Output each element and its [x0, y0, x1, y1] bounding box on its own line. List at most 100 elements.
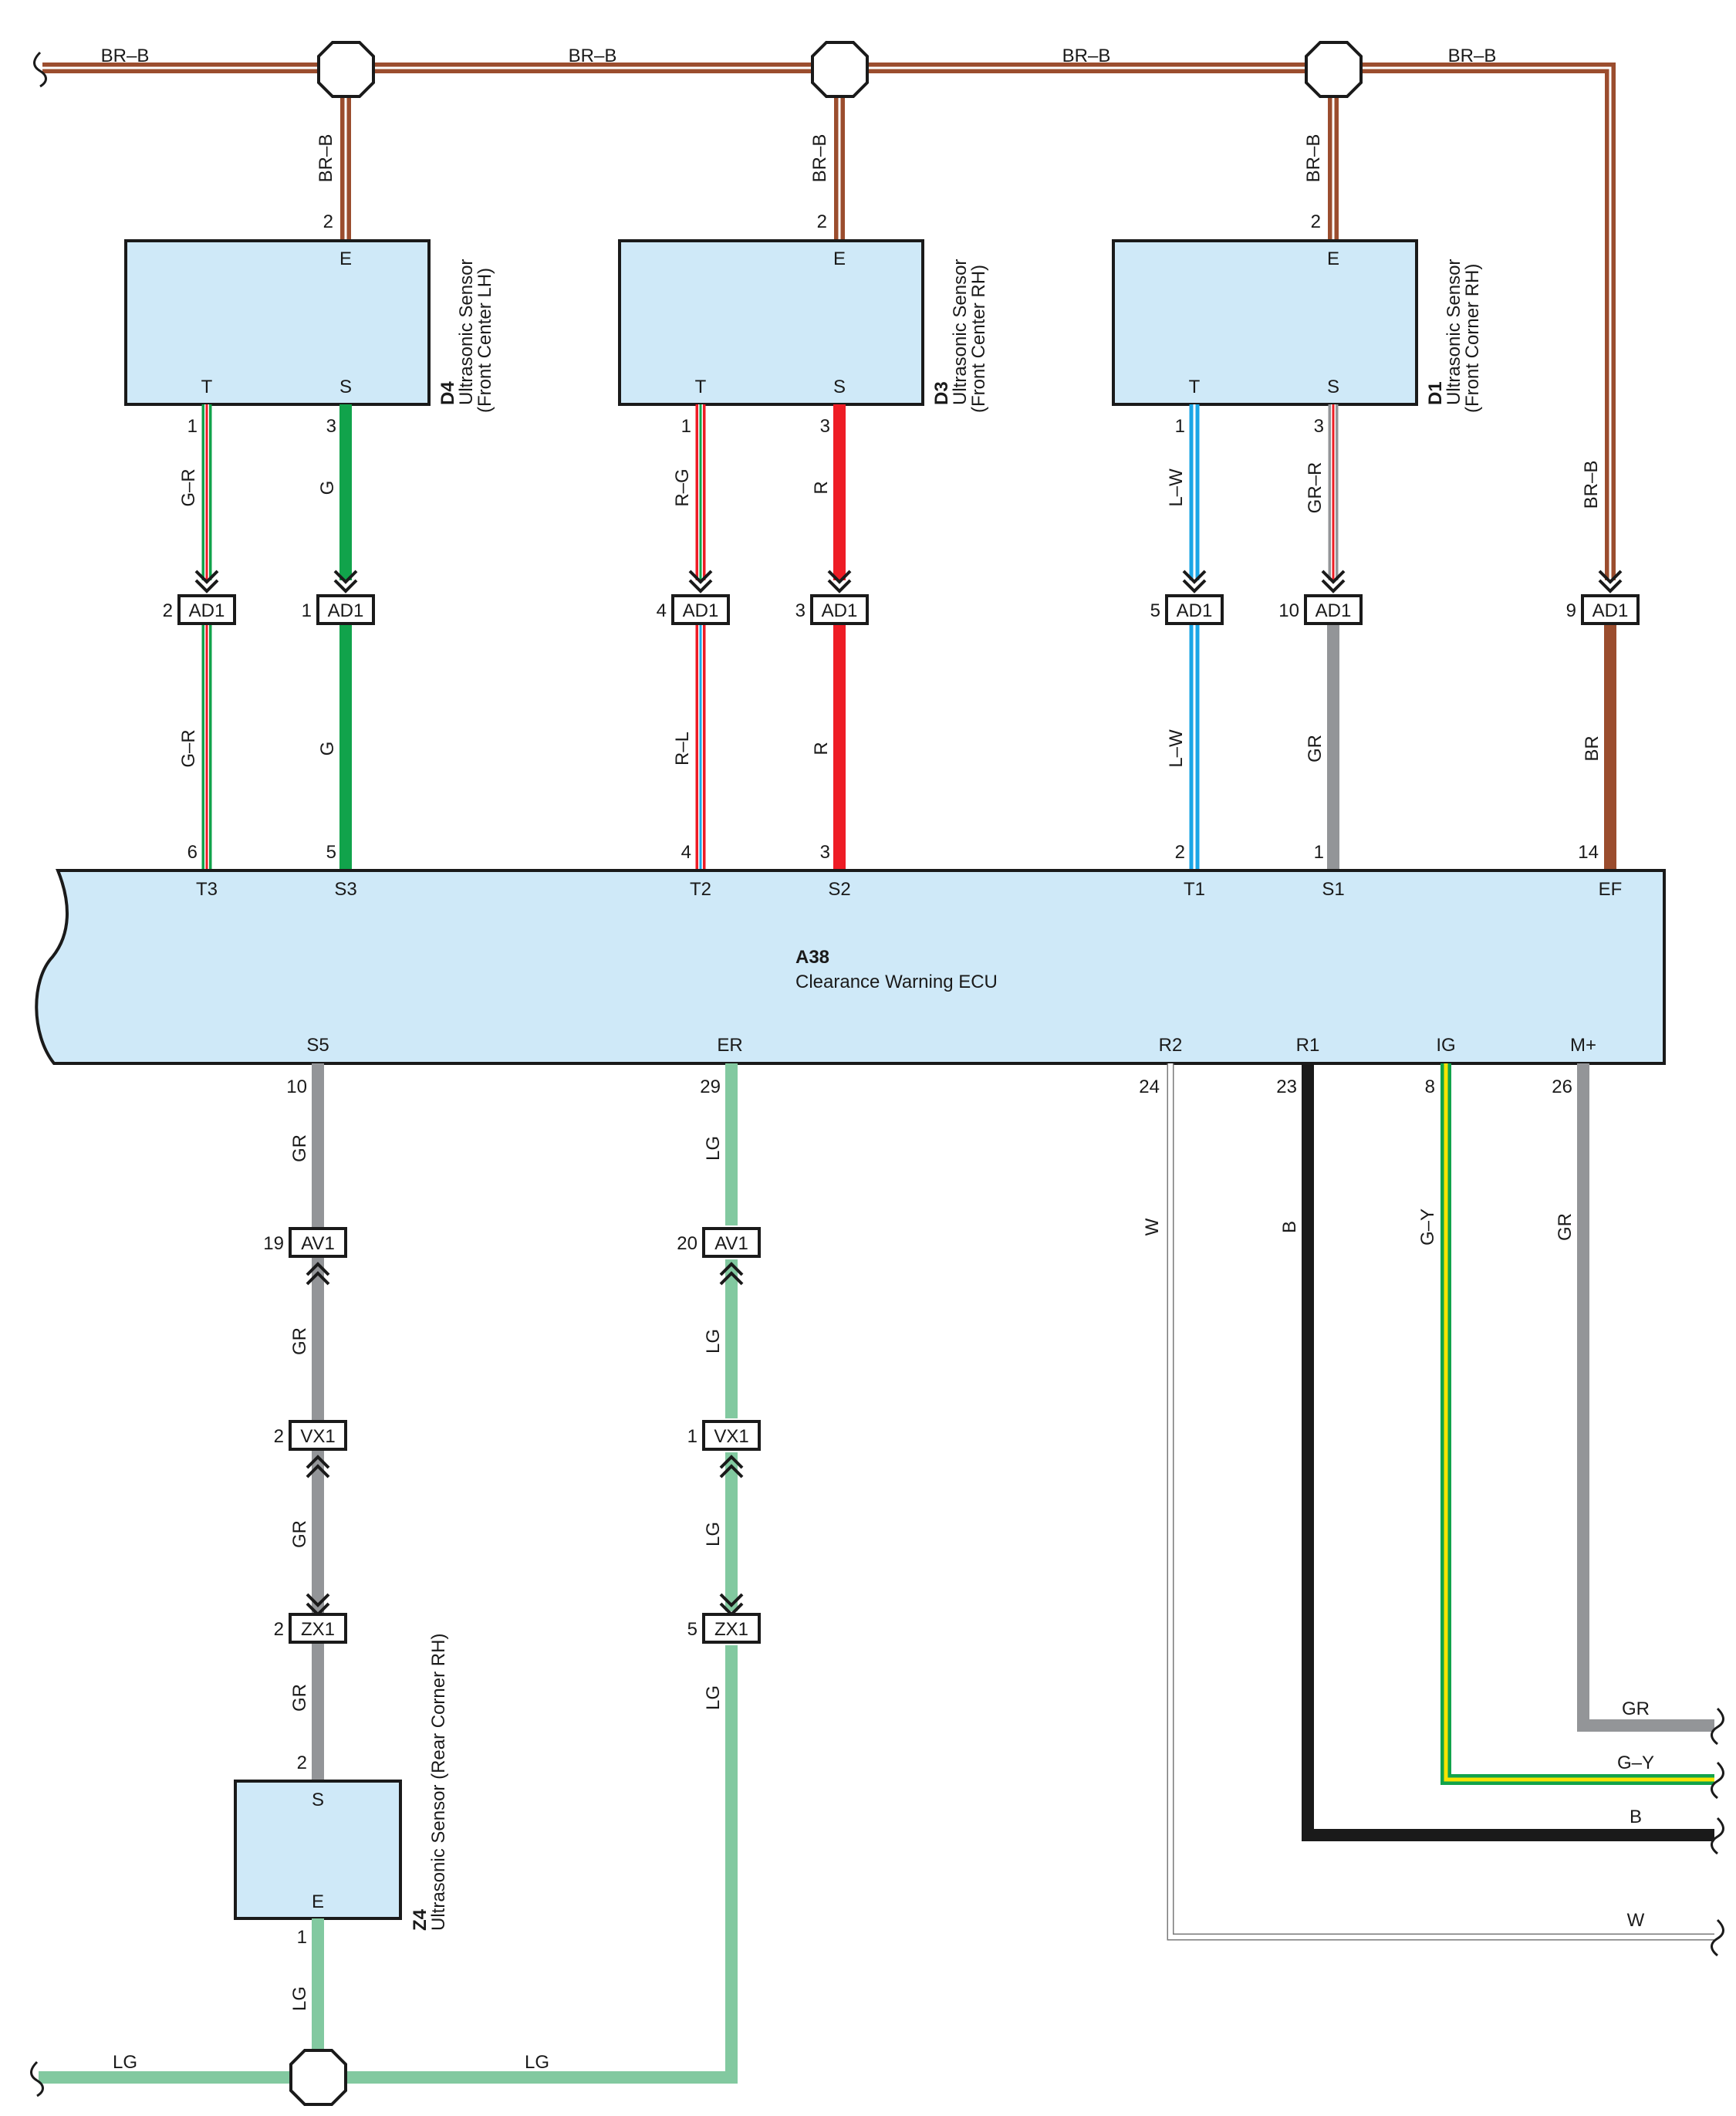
wire-label: GR: [1555, 1213, 1576, 1241]
ecu-pin-ig: IG: [1436, 1035, 1455, 1056]
pin-number: 24: [1139, 1077, 1160, 1097]
wire-label: BR–B: [1303, 134, 1324, 183]
pin-label-t: T: [1189, 377, 1201, 397]
right-outputs: 24 23 8 26 W B G–Y GR GR G–Y B W: [1139, 1063, 1724, 1957]
pin-number: 26: [1552, 1077, 1572, 1097]
connector-id: AD1: [1316, 600, 1352, 621]
pin-number: 1: [687, 1426, 697, 1447]
pin-number: 1: [1314, 842, 1324, 863]
pin-number: 3: [820, 842, 830, 863]
wire-label: LG: [703, 1685, 724, 1710]
pin-label-t: T: [695, 377, 707, 397]
component-id: A38: [795, 947, 829, 968]
wire-label: LG: [289, 1986, 310, 2011]
pin-number: 19: [263, 1233, 284, 1254]
pin-number: 4: [657, 600, 667, 621]
pin-number: 4: [681, 842, 691, 863]
ecu-pin-r1: R1: [1296, 1035, 1320, 1056]
pin-number: 5: [326, 842, 336, 863]
pin-number: 5: [687, 1619, 697, 1640]
top-ground-bus: BR–B BR–B BR–B BR–B BR–B BR–B BR–B 2 2 2…: [33, 41, 1616, 580]
pin-number: 10: [286, 1077, 307, 1097]
sensor-z4: S E Z4 Ultrasonic Sensor (Rear Corner RH…: [234, 1634, 449, 1931]
pin-number: 1: [302, 600, 312, 621]
connector-id: ZX1: [301, 1619, 335, 1640]
component-name: Ultrasonic Sensor: [1444, 259, 1464, 405]
sensor-d4: E T S D4 Ultrasonic Sensor (Front Center…: [124, 239, 495, 413]
connector-id: AD1: [683, 600, 719, 621]
wire-label: G: [317, 742, 338, 756]
wire-label: L–W: [1166, 468, 1187, 507]
component-name: Ultrasonic Sensor: [950, 259, 971, 405]
wire-label: LG: [525, 2052, 549, 2073]
pin-number: 10: [1278, 600, 1299, 621]
component-subname: (Front Center LH): [475, 268, 495, 413]
connector-id: VX1: [714, 1426, 748, 1447]
pin-number: 20: [677, 1233, 697, 1254]
pin-number: 1: [297, 1927, 307, 1948]
pin-number: 3: [820, 416, 830, 437]
s5-branch: 10 GR GR GR GR AV1 VX1 ZX1 19 2 2 2: [263, 1063, 347, 1781]
pin-number: 23: [1276, 1077, 1297, 1097]
pin-number: 2: [323, 211, 333, 232]
pin-label-s: S: [833, 377, 846, 397]
wire-label: R: [811, 742, 832, 755]
ecu-pin-s2: S2: [828, 879, 850, 900]
ecu-a38: T3 S3 T2 S2 T1 S1 EF A38 Clearance Warni…: [35, 869, 1666, 1065]
connector-id: AD1: [1177, 600, 1213, 621]
wire-label: B: [1279, 1221, 1300, 1233]
wire-label: GR: [289, 1684, 310, 1712]
connector-id: AD1: [328, 600, 364, 621]
ecu-pin-mplus: M+: [1570, 1035, 1596, 1056]
wire-label: BR–B: [809, 134, 830, 183]
wire-label: G–R: [178, 468, 199, 506]
wire-label: BR–B: [1581, 461, 1602, 509]
pin-number: 8: [1425, 1077, 1435, 1097]
splice-point: [811, 41, 869, 98]
wire-label: GR–R: [1305, 462, 1326, 514]
wire-label: LG: [703, 1522, 724, 1546]
wire-label: R–L: [672, 732, 693, 766]
pin-number: 1: [187, 416, 198, 437]
pin-number: 14: [1578, 842, 1599, 863]
sensor-d1: E T S D1 Ultrasonic Sensor (Front Corner…: [1112, 239, 1483, 413]
wire-label: BR–B: [101, 46, 150, 66]
wire-label: LG: [113, 2052, 137, 2073]
pin-number: 2: [163, 600, 173, 621]
component-id: D3: [931, 381, 952, 405]
pin-number: 2: [1175, 842, 1185, 863]
pin-number: 29: [700, 1077, 721, 1097]
wire-label: W: [1627, 1910, 1645, 1931]
ecu-pin-s3: S3: [334, 879, 356, 900]
pin-number: 9: [1566, 600, 1576, 621]
splice-point: [1305, 41, 1363, 98]
splice-point: [289, 2049, 347, 2106]
wire-label: W: [1142, 1218, 1163, 1235]
ecu-pin-s5: S5: [306, 1035, 329, 1056]
pin-number: 2: [297, 1753, 307, 1773]
front-wires-upper: 1 3 1 3 1 3 G–R G R–G R L–W GR–R: [178, 404, 1339, 580]
ecu-pin-s1: S1: [1322, 879, 1344, 900]
wire-label: LG: [703, 1329, 724, 1354]
wire-label: R–G: [672, 468, 693, 506]
pin-number: 1: [681, 416, 691, 437]
wire-label: LG: [703, 1136, 724, 1161]
wire-label: GR: [289, 1327, 310, 1355]
pin-label-s: S: [339, 377, 352, 397]
ad1-connectors: AD1 AD1 AD1 AD1 AD1 AD1 AD1 2 1 4 3 5 10…: [163, 570, 1640, 625]
ecu-pin-r2: R2: [1159, 1035, 1183, 1056]
pin-label-e: E: [339, 248, 352, 269]
splice-point: [317, 41, 375, 98]
wire-label: BR–B: [1448, 46, 1497, 66]
pin-label-e: E: [1327, 248, 1339, 269]
pin-label-s: S: [312, 1790, 324, 1810]
connector-id: VX1: [300, 1426, 335, 1447]
wire-label: BR: [1582, 735, 1603, 761]
ecu-pin-t1: T1: [1184, 879, 1205, 900]
wire-label: G: [317, 481, 338, 495]
wire-label: BR–B: [316, 134, 336, 183]
pin-number: 3: [795, 600, 806, 621]
pin-label-s: S: [1327, 377, 1339, 397]
component-name: Ultrasonic Sensor: [456, 259, 477, 405]
